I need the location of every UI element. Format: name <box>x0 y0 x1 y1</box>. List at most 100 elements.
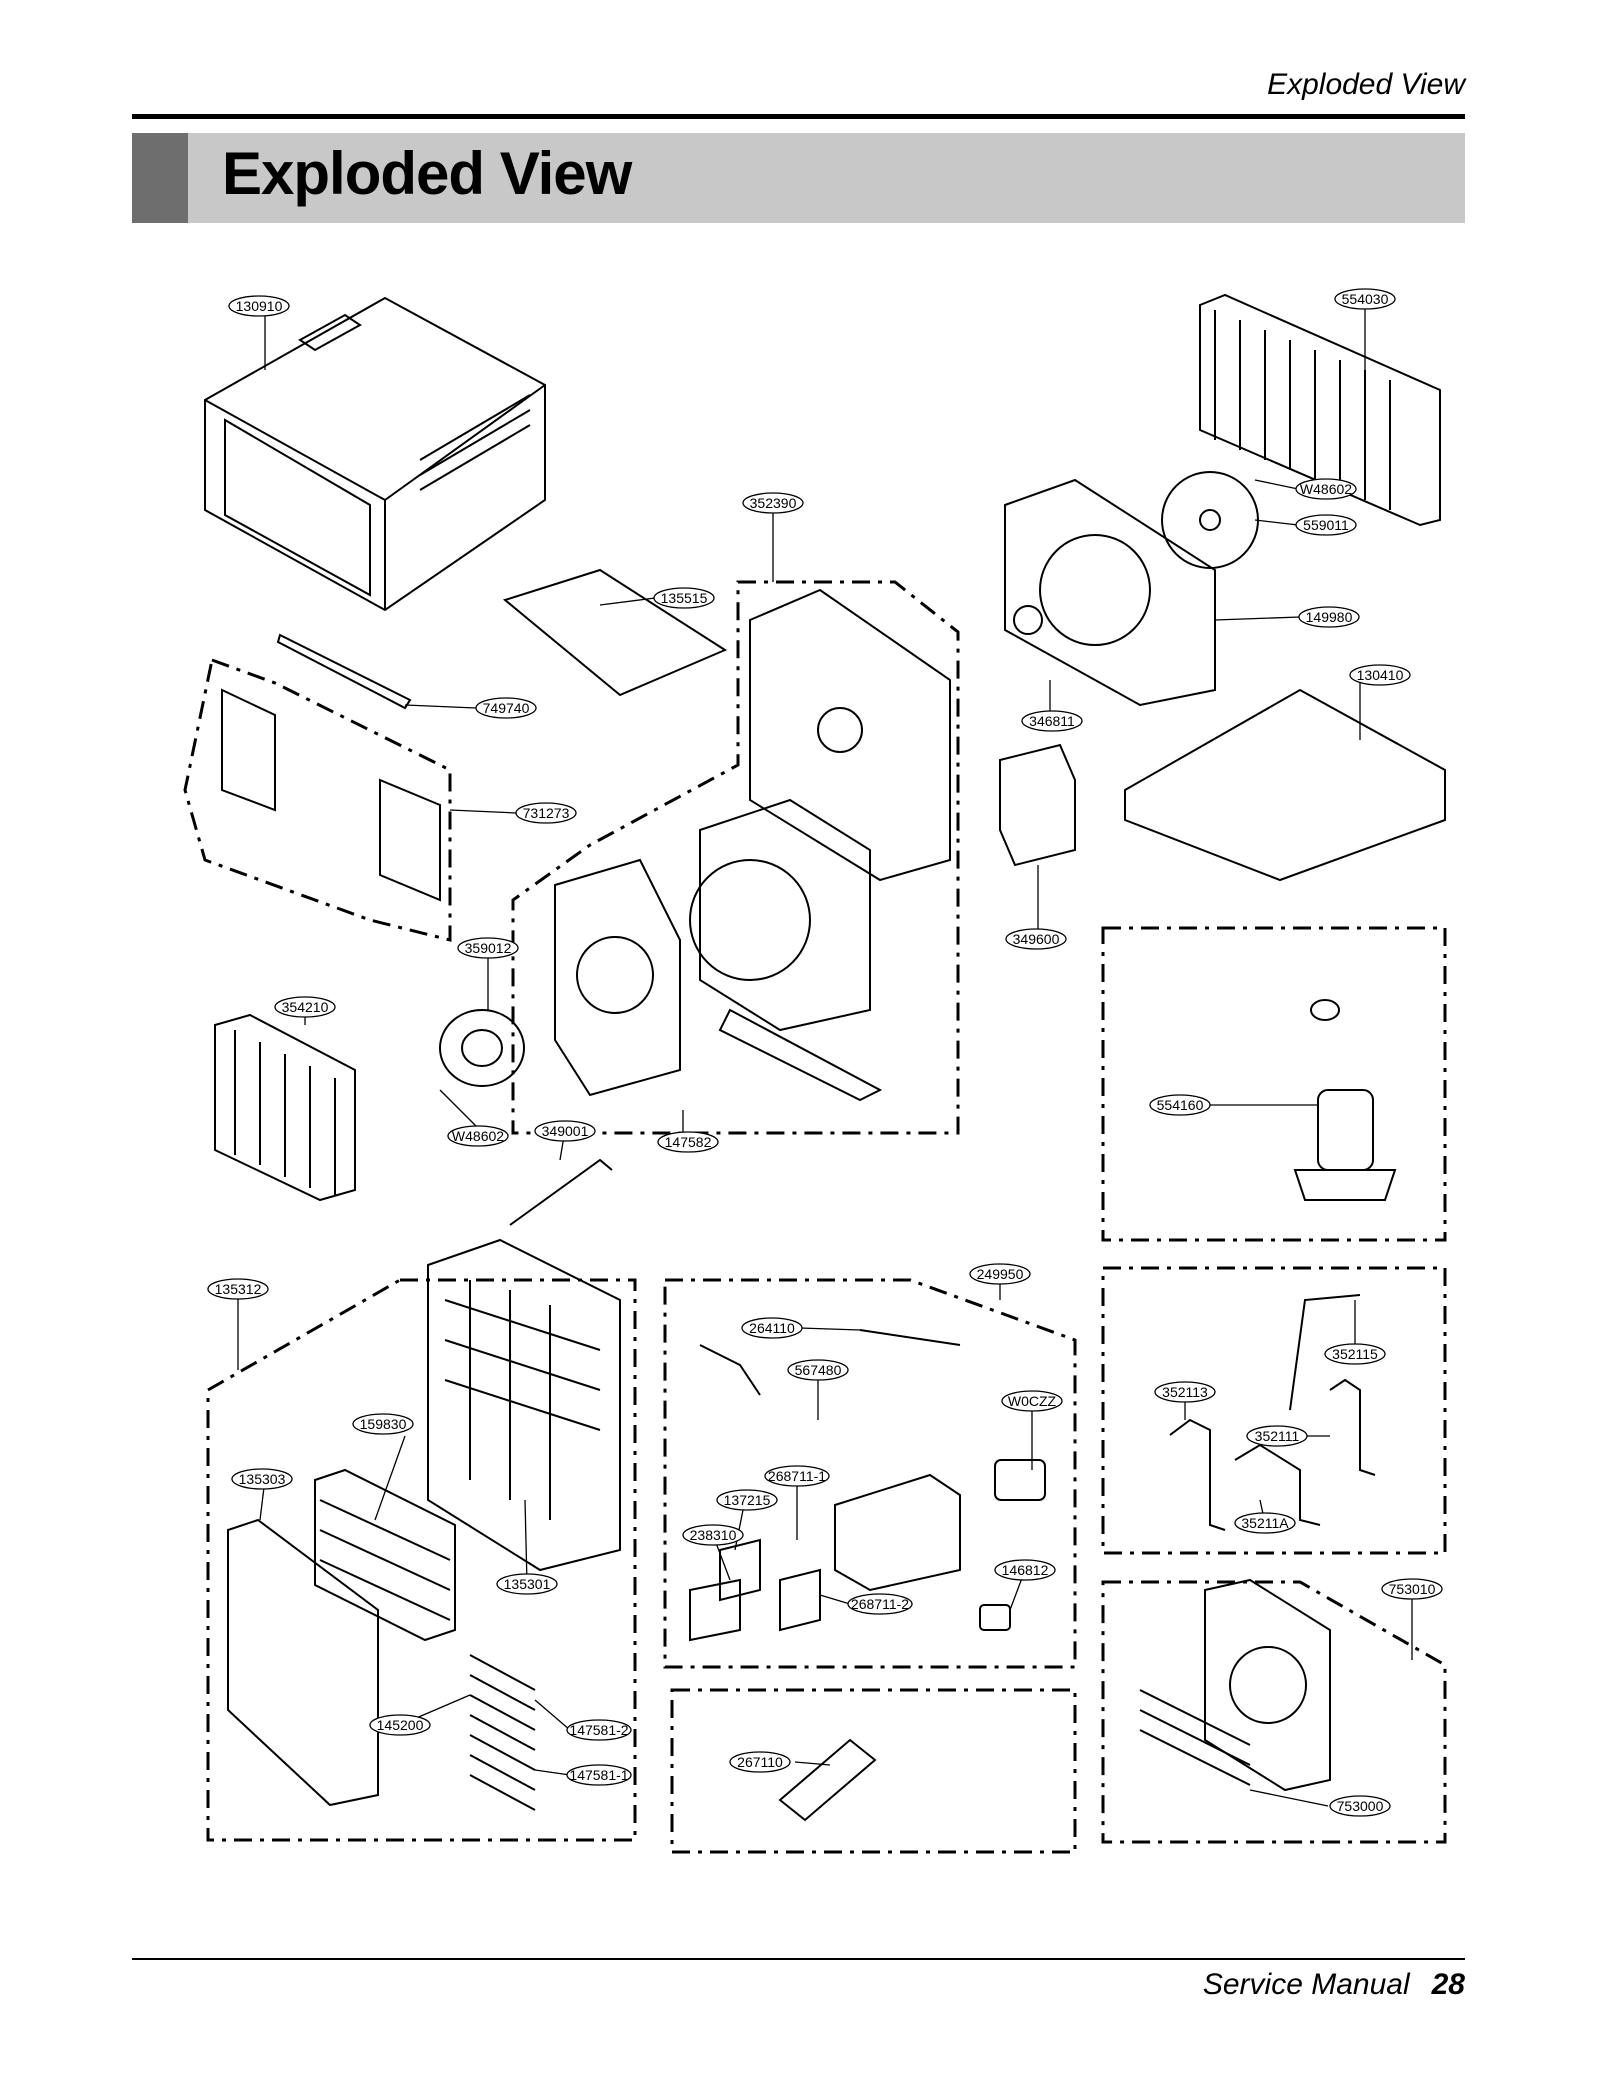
svg-text:W0CZZ: W0CZZ <box>1008 1393 1057 1409</box>
svg-text:147581-2: 147581-2 <box>569 1722 628 1738</box>
svg-text:352113: 352113 <box>1162 1384 1208 1400</box>
manual-name: Service Manual <box>1202 1968 1410 2001</box>
compressor-554160 <box>1293 999 1397 1201</box>
part-label: 731273 <box>515 802 577 824</box>
svg-text:267110: 267110 <box>737 1754 783 1770</box>
svg-text:35211A: 35211A <box>1241 1515 1289 1531</box>
svg-text:135312: 135312 <box>215 1281 262 1297</box>
base-pan-130410 <box>1124 688 1446 882</box>
rail-749740 <box>276 633 412 710</box>
group-outlines <box>183 580 1447 1854</box>
motor-bracket-349600 <box>999 743 1076 867</box>
page-number: 28 <box>1431 1968 1465 2001</box>
base-plate-352390 <box>749 588 951 882</box>
footer: Service Manual 28 <box>1203 1968 1465 2002</box>
svg-text:352111: 352111 <box>1255 1428 1300 1444</box>
svg-text:137215: 137215 <box>724 1492 771 1508</box>
svg-text:753010: 753010 <box>1389 1581 1436 1597</box>
part-label: 249950 <box>969 1263 1031 1285</box>
top-cover-135515 <box>502 568 728 697</box>
group-352390 <box>511 580 960 1135</box>
condenser-coil-554030 <box>1199 293 1441 527</box>
part-label: 349001 <box>534 1120 596 1142</box>
part-label: 135303 <box>231 1468 293 1490</box>
part-label: 149980 <box>1298 606 1360 628</box>
part-label: 135515 <box>653 587 715 609</box>
part-label: 352390 <box>742 492 804 514</box>
side-curtains-731273 <box>221 688 441 902</box>
part-label: 554160 <box>1149 1094 1211 1116</box>
part-label: 145200 <box>369 1714 431 1736</box>
front-frame-135301 <box>427 1238 621 1572</box>
bottom-rule <box>132 1958 1465 1960</box>
group-piping <box>1101 1266 1447 1555</box>
thermistor-349001 <box>509 1158 613 1226</box>
svg-text:147581-1: 147581-1 <box>569 1767 628 1783</box>
part-label: 35211A <box>1234 1512 1296 1534</box>
svg-text:359012: 359012 <box>465 940 512 956</box>
part-label: 147581-1 <box>566 1764 632 1786</box>
svg-text:749740: 749740 <box>483 700 530 716</box>
piping-parts <box>1169 1294 1376 1531</box>
svg-text:554030: 554030 <box>1342 291 1389 307</box>
part-label: 147581-2 <box>566 1719 632 1741</box>
remote-control-267110 <box>778 1738 877 1822</box>
svg-text:135303: 135303 <box>239 1471 286 1487</box>
part-label: W0CZZ <box>1001 1390 1063 1412</box>
part-label: 559011 <box>1295 514 1357 536</box>
fan-housing <box>554 798 883 1102</box>
part-label: 147582 <box>657 1131 719 1153</box>
part-labels: 130910 554030 W48602 559011 352390 13551… <box>207 288 1443 1817</box>
part-label: 554030 <box>1334 288 1396 310</box>
part-label: 146812 <box>994 1559 1056 1581</box>
group-249950 <box>663 1278 1077 1669</box>
svg-text:346811: 346811 <box>1029 713 1075 729</box>
part-label: 567480 <box>787 1359 849 1381</box>
svg-text:349001: 349001 <box>542 1123 589 1139</box>
part-label: 130410 <box>1349 664 1411 686</box>
svg-text:W48602: W48602 <box>452 1128 504 1144</box>
svg-text:135515: 135515 <box>661 590 708 606</box>
part-label: 137215 <box>716 1489 778 1511</box>
svg-text:268711-2: 268711-2 <box>851 1596 909 1612</box>
svg-text:130410: 130410 <box>1357 667 1404 683</box>
top-rule <box>132 114 1465 119</box>
page-title: Exploded View <box>222 140 632 207</box>
svg-text:146812: 146812 <box>1002 1562 1049 1578</box>
part-label: 346811 <box>1021 710 1083 732</box>
part-label: 749740 <box>475 697 537 719</box>
group-135312 <box>206 1278 637 1842</box>
part-label: 352113 <box>1154 1381 1216 1403</box>
part-label: 352111 <box>1246 1425 1308 1447</box>
title-tab <box>132 133 188 223</box>
group-554160 <box>1101 926 1447 1242</box>
orifice-149980 <box>1004 478 1216 707</box>
part-label: W48602 <box>447 1125 509 1147</box>
svg-text:268711-1: 268711-1 <box>768 1468 826 1484</box>
cabinet-130910 <box>204 296 546 612</box>
svg-text:354210: 354210 <box>282 999 329 1015</box>
svg-text:147582: 147582 <box>665 1134 712 1150</box>
part-label: 268711-2 <box>847 1593 913 1615</box>
group-267110 <box>670 1688 1077 1854</box>
part-label: 352115 <box>1324 1343 1386 1365</box>
part-label: 238310 <box>682 1524 744 1546</box>
svg-text:238310: 238310 <box>690 1527 737 1543</box>
part-label: 135312 <box>207 1278 269 1300</box>
svg-text:352115: 352115 <box>1332 1346 1378 1362</box>
part-label: 159830 <box>352 1413 414 1435</box>
svg-text:130910: 130910 <box>236 298 283 314</box>
svg-text:249950: 249950 <box>977 1266 1024 1282</box>
condenser-fan-559011 <box>1161 471 1259 569</box>
running-head: Exploded View <box>1267 68 1465 101</box>
part-label: 354210 <box>274 996 336 1018</box>
part-label: 359012 <box>457 937 519 959</box>
part-label: W48602 <box>1295 478 1357 500</box>
louvers-147581 <box>469 1654 536 1811</box>
shroud-753010 <box>1139 1578 1331 1792</box>
part-label: 264110 <box>741 1317 803 1339</box>
svg-text:145200: 145200 <box>377 1717 424 1733</box>
part-label: 753000 <box>1329 1795 1391 1817</box>
filter-159830 <box>314 1468 456 1642</box>
